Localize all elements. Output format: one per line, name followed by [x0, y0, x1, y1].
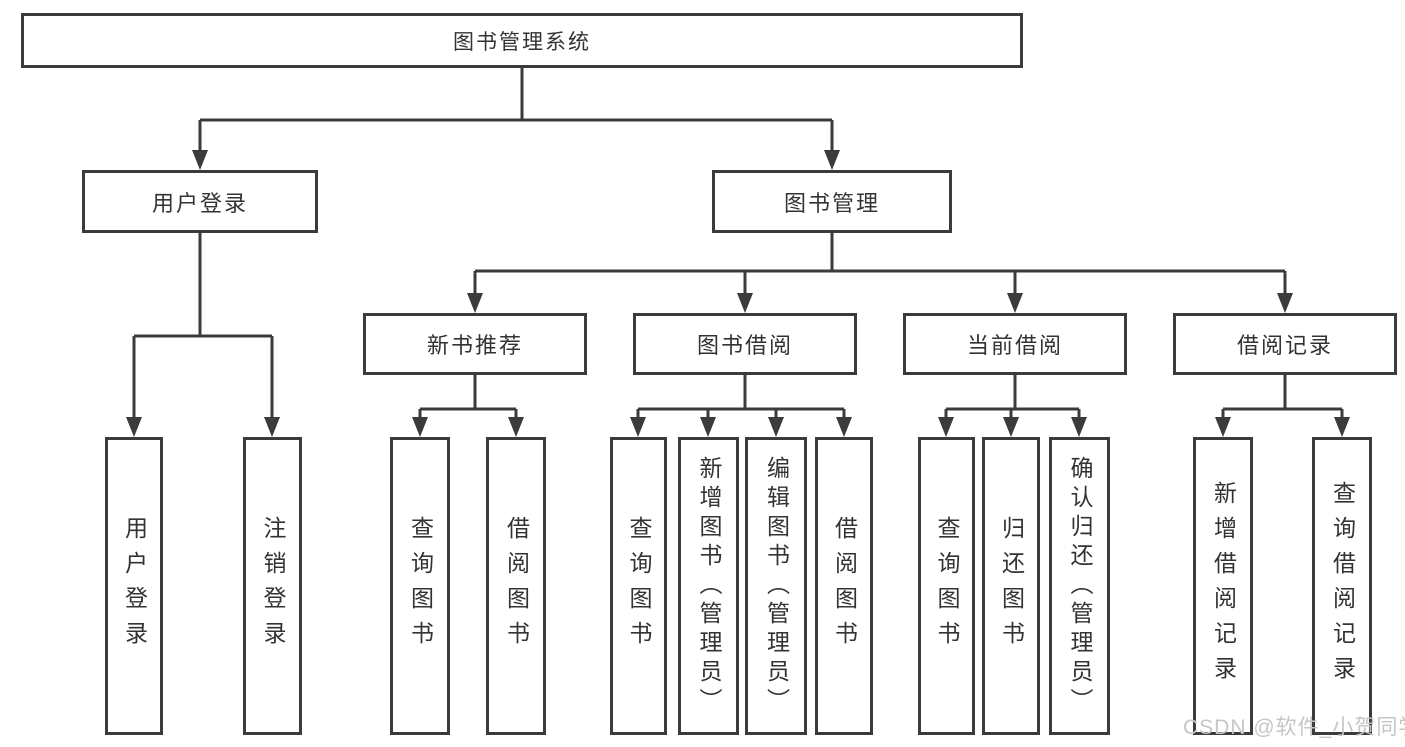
node-root-label: 图书管理系统: [453, 30, 591, 54]
edges-book-borrow: [636, 375, 846, 423]
edges-book-management: [473, 233, 1287, 299]
arrowhead-icon: [1334, 417, 1350, 437]
arrowhead-icon: [938, 417, 954, 437]
arrowhead-icon: [1071, 417, 1087, 437]
leaf-borrow-books-borrow: 借阅图书: [815, 437, 873, 735]
arrowhead-icon: [1007, 293, 1023, 313]
leaf-confirm-return-admin-label: 确认归还（管理员）: [1067, 455, 1093, 717]
node-borrow-records-label: 借阅记录: [1236, 333, 1333, 358]
leaf-query-books-current-label: 查询图书: [934, 516, 960, 656]
edges-borrow-records: [1221, 375, 1344, 423]
leaf-user-login-label: 用户登录: [121, 516, 148, 656]
node-user-login: 用户登录: [82, 170, 318, 233]
arrowhead-icon: [700, 417, 716, 437]
node-book-borrow-label: 图书借阅: [696, 333, 793, 358]
leaf-query-books-recommend: 查询图书: [390, 437, 450, 735]
node-current-borrow: 当前借阅: [903, 313, 1127, 375]
arrowhead-icon: [192, 150, 208, 170]
edges-user-login: [132, 233, 274, 423]
leaf-edit-book-admin: 编辑图书（管理员）: [745, 437, 807, 735]
node-current-borrow-label: 当前借阅: [966, 333, 1063, 358]
arrowhead-icon: [126, 417, 142, 437]
leaf-query-books-current: 查询图书: [918, 437, 975, 735]
leaf-logout-label: 注销登录: [260, 516, 286, 656]
node-borrow-records: 借阅记录: [1173, 313, 1397, 375]
leaf-borrow-books-recommend-label: 借阅图书: [503, 516, 530, 656]
leaf-confirm-return-admin: 确认归还（管理员）: [1049, 437, 1110, 735]
edges-current-borrow: [944, 375, 1081, 423]
leaf-edit-book-admin-label: 编辑图书（管理员）: [763, 455, 790, 717]
node-new-book-recommend: 新书推荐: [363, 313, 587, 375]
leaf-borrow-books-borrow-label: 借阅图书: [831, 516, 858, 656]
arrowhead-icon: [467, 293, 483, 313]
leaf-borrow-books-recommend: 借阅图书: [486, 437, 546, 735]
leaf-logout: 注销登录: [243, 437, 302, 735]
arrowhead-icon: [1003, 417, 1019, 437]
leaf-query-borrow-record: 查询借阅记录: [1312, 437, 1372, 735]
arrowhead-icon: [737, 293, 753, 313]
arrowhead-icon: [1215, 417, 1231, 437]
node-user-login-label: 用户登录: [151, 190, 248, 216]
arrowhead-icon: [768, 417, 784, 437]
leaf-add-book-admin: 新增图书（管理员）: [678, 437, 739, 735]
leaf-query-books-recommend-label: 查询图书: [407, 516, 434, 656]
edges-new-book-recommend: [418, 375, 518, 423]
node-root: 图书管理系统: [21, 13, 1023, 68]
leaf-return-book-label: 归还图书: [998, 516, 1025, 656]
arrowhead-icon: [836, 417, 852, 437]
leaf-query-borrow-record-label: 查询借阅记录: [1329, 481, 1356, 691]
leaf-query-books-borrow-label: 查询图书: [626, 516, 652, 656]
leaf-add-borrow-record: 新增借阅记录: [1193, 437, 1253, 735]
arrowhead-icon: [508, 417, 524, 437]
edges-root: [198, 68, 834, 156]
arrowhead-icon: [412, 417, 428, 437]
node-book-management-label: 图书管理: [783, 190, 880, 216]
leaf-query-books-borrow: 查询图书: [610, 437, 667, 735]
csdn-watermark: CSDN @软件_小贺同学: [1183, 716, 1405, 739]
node-book-borrow: 图书借阅: [633, 313, 857, 375]
node-book-management: 图书管理: [712, 170, 952, 233]
arrowhead-icon: [824, 150, 840, 170]
arrowhead-icon: [264, 417, 280, 437]
leaf-return-book: 归还图书: [982, 437, 1040, 735]
arrowhead-icon: [1277, 293, 1293, 313]
arrowhead-icon: [630, 417, 646, 437]
leaf-add-book-admin-label: 新增图书（管理员）: [696, 455, 722, 717]
leaf-user-login: 用户登录: [105, 437, 163, 735]
node-new-book-recommend-label: 新书推荐: [426, 333, 523, 358]
leaf-add-borrow-record-label: 新增借阅记录: [1210, 481, 1237, 691]
